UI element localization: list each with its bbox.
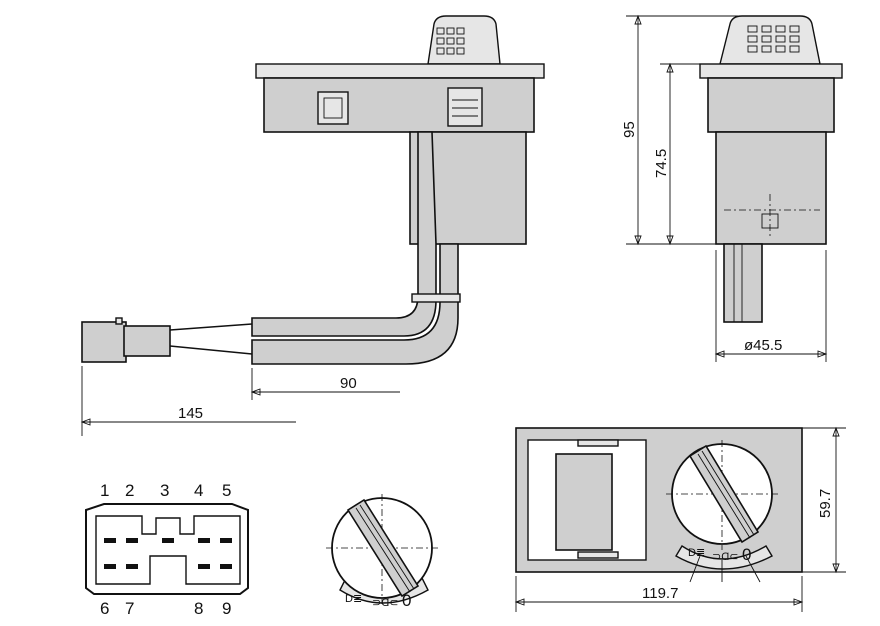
pin-label-1: 1 bbox=[100, 481, 109, 500]
front-view-lower-body bbox=[715, 131, 827, 245]
symbol-off: 0 bbox=[402, 591, 411, 610]
pin-contact bbox=[220, 538, 232, 543]
front-view-flange bbox=[699, 63, 843, 79]
cable-upper bbox=[251, 131, 437, 337]
front-view: 95 74.5 ø45.5 bbox=[621, 14, 843, 362]
pin-contact bbox=[126, 564, 138, 569]
dim-label-90: 90 bbox=[340, 375, 357, 392]
pin-contact bbox=[162, 538, 174, 543]
side-view-housing bbox=[263, 77, 535, 133]
pin-label-7: 7 bbox=[125, 599, 134, 618]
side-view-connector bbox=[81, 321, 127, 363]
side-view: 90 145 bbox=[80, 15, 545, 436]
knob-grip-bar bbox=[346, 498, 420, 598]
pin-contact bbox=[220, 564, 232, 569]
pin-label-6: 6 bbox=[100, 599, 109, 618]
side-view-clip-right bbox=[447, 87, 483, 127]
dim-label-74-5: 74.5 bbox=[653, 149, 670, 178]
panel-symbol-headlight: D≣ bbox=[688, 547, 705, 559]
panel-dial-grip-bar bbox=[688, 444, 760, 544]
pin-contact bbox=[104, 564, 116, 569]
cable-tie bbox=[411, 293, 461, 303]
pin-label-4: 4 bbox=[194, 481, 203, 500]
pin-contact bbox=[198, 564, 210, 569]
knob-grip-pattern bbox=[436, 27, 465, 55]
symbol-parking: ⊃Ɑ⊂ bbox=[372, 597, 399, 609]
pin-label-2: 2 bbox=[125, 481, 134, 500]
side-view-flange bbox=[255, 63, 545, 79]
cable-lower bbox=[251, 243, 459, 365]
symbol-headlight: D≣ bbox=[345, 593, 362, 605]
front-view-housing bbox=[707, 77, 835, 133]
front-view-cable bbox=[723, 243, 763, 323]
side-view-clip-left bbox=[317, 91, 349, 125]
panel-symbol-parking: ⊃Ɑ⊂ bbox=[712, 551, 739, 563]
pin-label-9: 9 bbox=[222, 599, 231, 618]
panel-window bbox=[555, 453, 613, 551]
panel-scale-arc bbox=[675, 545, 773, 570]
connector-pinout: 1 2 3 4 5 6 7 8 9 bbox=[85, 481, 249, 618]
front-knob-grip-pattern bbox=[747, 25, 800, 53]
dim-label-145: 145 bbox=[178, 405, 203, 422]
pin-label-5: 5 bbox=[222, 481, 231, 500]
pin-contact bbox=[198, 538, 210, 543]
pin-contact bbox=[126, 538, 138, 543]
panel-symbol-off: 0 bbox=[742, 545, 751, 564]
dim-label-119-7: 119.7 bbox=[642, 585, 678, 602]
pin-label-8: 8 bbox=[194, 599, 203, 618]
knob-top-view: D≣ ⊃Ɑ⊂ 0 bbox=[326, 494, 440, 610]
connector-outline bbox=[85, 503, 249, 595]
dim-label-59-7: 59.7 bbox=[817, 489, 834, 518]
dim-label-diameter: ø45.5 bbox=[744, 337, 782, 354]
pin-contact bbox=[104, 538, 116, 543]
dim-label-95: 95 bbox=[621, 121, 638, 138]
panel-front-view: D≣ ⊃Ɑ⊂ 0 59.7 119.7 bbox=[514, 426, 846, 612]
front-view-knob bbox=[719, 15, 821, 65]
pin-label-3: 3 bbox=[160, 481, 169, 500]
